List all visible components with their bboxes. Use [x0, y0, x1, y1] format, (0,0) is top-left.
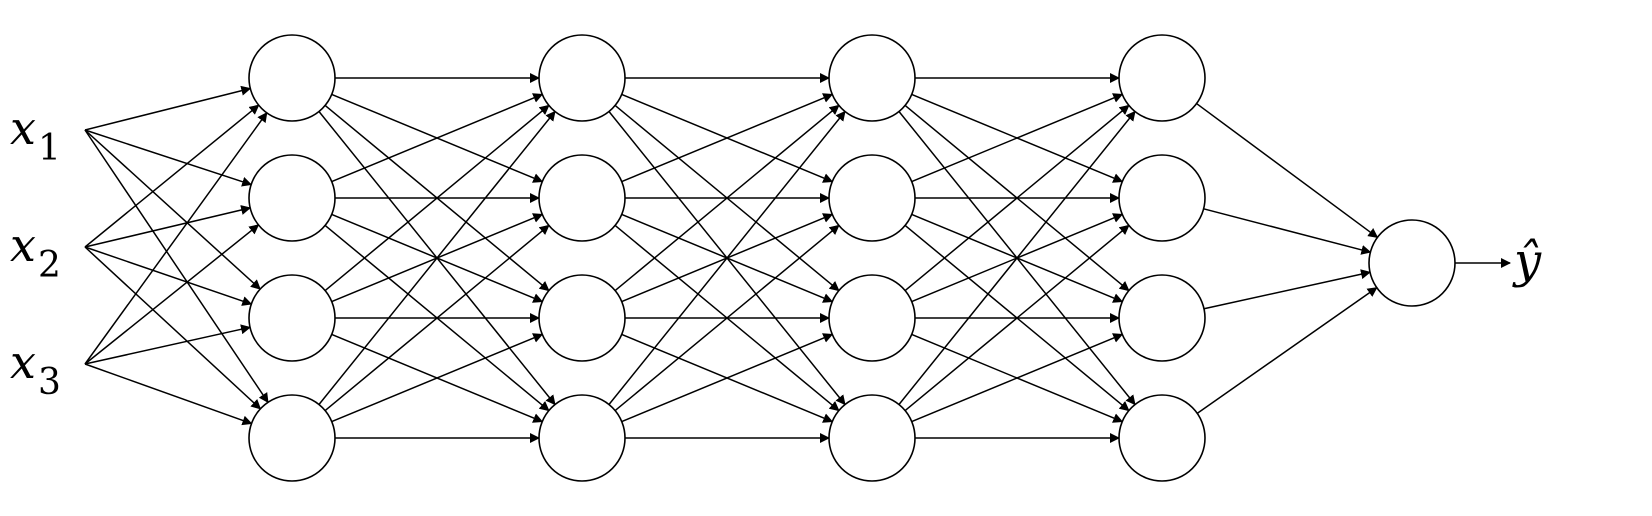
edge-h2-3-h3-1	[614, 104, 840, 292]
edge-x2-h1-2	[84, 205, 252, 248]
hidden-node-l4-2	[1118, 154, 1206, 242]
edge-h2-4-h3-1	[608, 110, 846, 405]
edge-h1-2-h2-1	[331, 93, 544, 183]
input-var: x	[10, 335, 36, 389]
hidden-node-l1-2	[248, 154, 336, 242]
edge-h3-4-h4-3	[911, 333, 1124, 423]
edge-x3-h1-2	[84, 224, 260, 365]
edge-h3-4-h4-2	[904, 224, 1130, 412]
edge-x1-h1-4	[84, 129, 269, 404]
output-node	[1368, 219, 1456, 307]
hidden-node-l4-1	[1118, 34, 1206, 122]
edge-h1-4-h2-2	[324, 224, 550, 412]
edge-h1-4-h2-3	[331, 333, 544, 423]
hidden-node-l3-1	[828, 34, 916, 122]
edge-h1-3-h2-1	[324, 104, 550, 292]
edge-h4-3-output	[1203, 269, 1371, 310]
edge-x3-h1-4	[84, 363, 253, 426]
edge-x2-h1-3	[84, 246, 253, 306]
hidden-node-l2-2	[538, 154, 626, 242]
hidden-node-l4-3	[1118, 274, 1206, 362]
edge-x1-h1-3	[84, 129, 261, 290]
hidden-node-l2-3	[538, 274, 626, 362]
edge-h3-3-h4-1	[904, 104, 1130, 292]
edge-x2-h1-1	[84, 104, 260, 248]
edge-h3-4-h4-1	[898, 110, 1136, 405]
input-subscript: 2	[38, 245, 61, 286]
input-var: x	[10, 101, 36, 155]
hidden-node-l3-4	[828, 394, 916, 482]
input-label-x1: x1	[10, 101, 61, 169]
edge-h4-1-output	[1196, 102, 1379, 239]
output-label-yhat: ŷ	[1512, 233, 1542, 289]
edge-h4-2-output	[1203, 208, 1372, 255]
edge-h3-2-h4-1	[911, 93, 1124, 183]
edge-x3-h1-1	[84, 112, 268, 365]
nodes-layer	[248, 34, 1456, 482]
input-subscript: 1	[38, 128, 61, 169]
hidden-node-l3-3	[828, 274, 916, 362]
hidden-node-l1-1	[248, 34, 336, 122]
input-label-x2: x2	[10, 218, 61, 286]
edge-x2-h1-4	[84, 246, 262, 410]
input-subscript: 3	[38, 362, 61, 403]
edge-h4-4-output	[1196, 287, 1378, 414]
edge-h2-4-h3-2	[614, 224, 840, 412]
edge-x1-h1-1	[84, 85, 252, 131]
input-var: x	[10, 218, 36, 272]
edge-x3-h1-3	[84, 324, 252, 365]
hidden-node-l1-3	[248, 274, 336, 362]
edge-h2-4-h3-3	[621, 333, 834, 423]
hidden-node-l2-1	[538, 34, 626, 122]
input-label-x3: x3	[10, 335, 61, 403]
hidden-node-l2-4	[538, 394, 626, 482]
hidden-node-l4-4	[1118, 394, 1206, 482]
edge-h1-4-h2-1	[318, 110, 556, 405]
connections-layer	[84, 73, 1511, 443]
edge-x1-h1-2	[84, 129, 253, 187]
edge-h2-2-h3-1	[621, 93, 834, 183]
hidden-node-l1-4	[248, 394, 336, 482]
hidden-node-l3-2	[828, 154, 916, 242]
